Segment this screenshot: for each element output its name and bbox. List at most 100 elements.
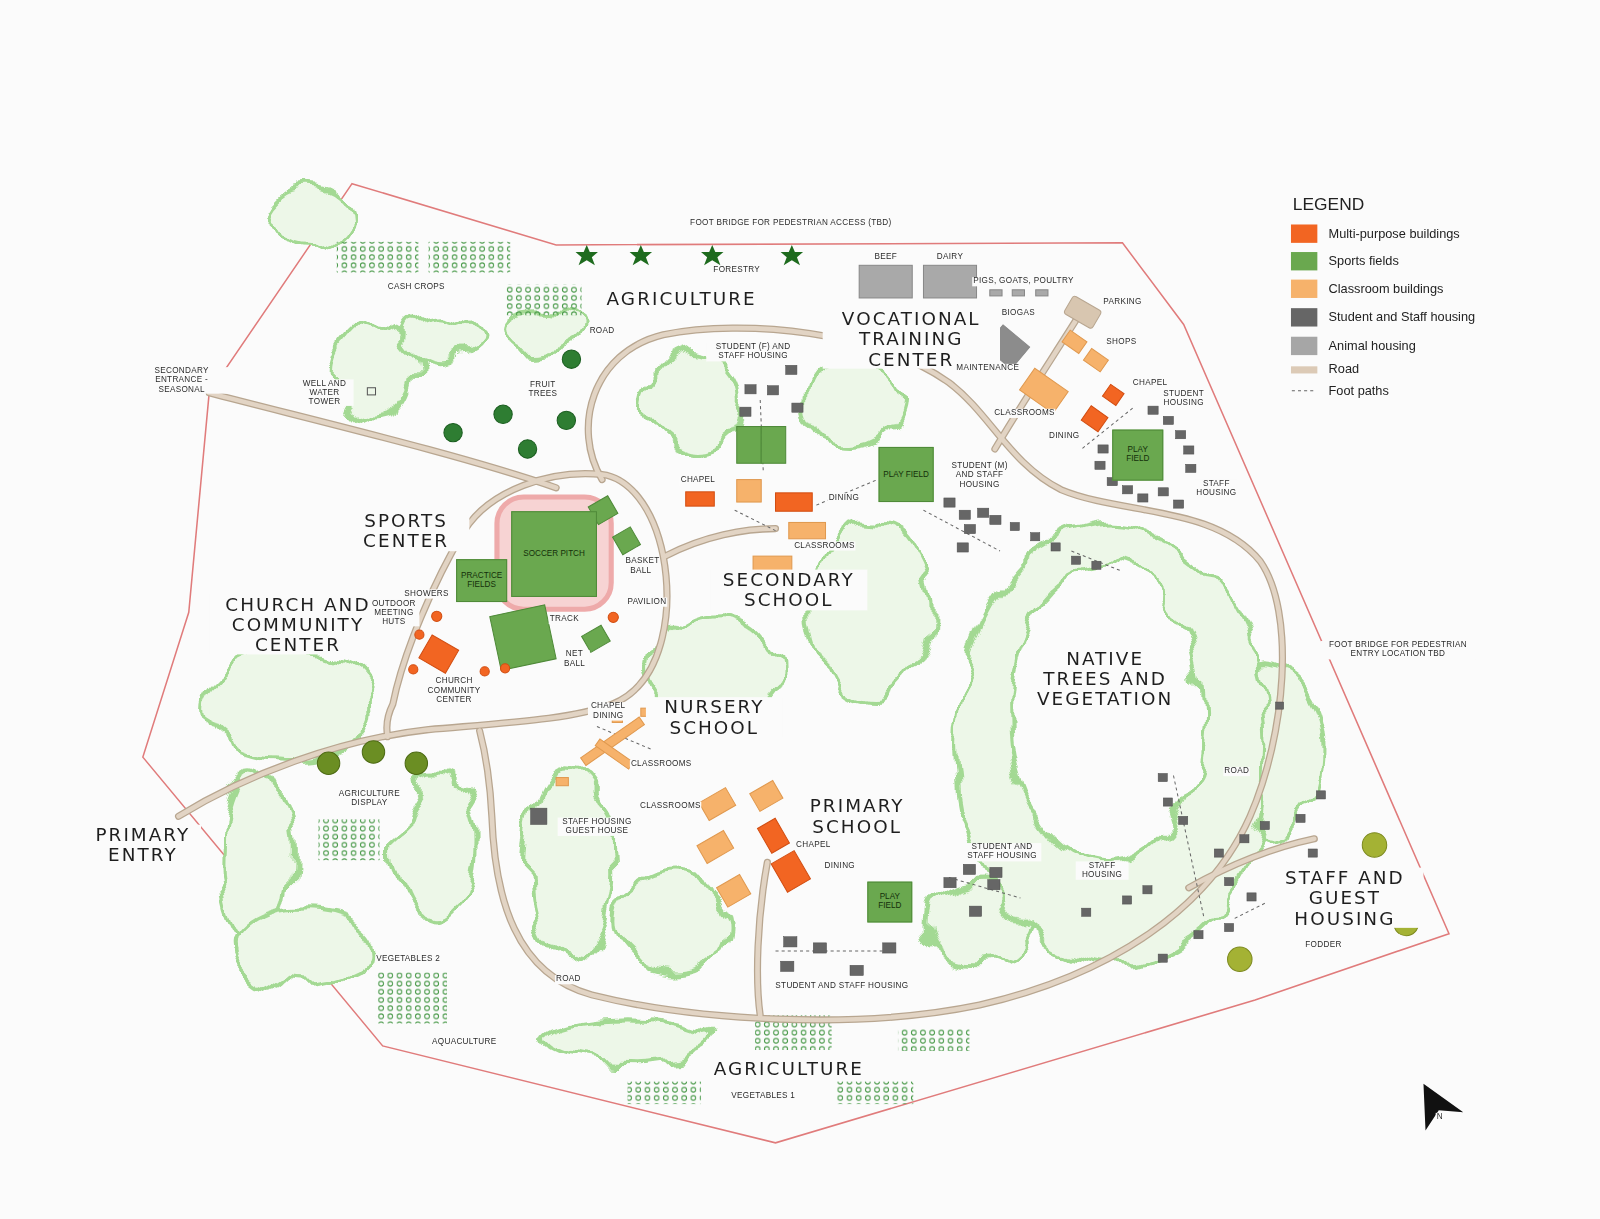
crop-rows [318, 819, 379, 860]
map-label: STUDENT HOUSING [1160, 390, 1208, 408]
housing [1122, 486, 1132, 494]
sports-field [490, 605, 556, 671]
parking-lot [1063, 295, 1101, 329]
legend-text: Student and Staff housing [1329, 308, 1476, 326]
map-label: DINING [824, 862, 856, 871]
shade-tree [1362, 833, 1386, 857]
map-label: AQUACULTURE [431, 1038, 498, 1047]
area-label: PRIMARY SCHOOL [791, 796, 923, 836]
map-label: CLASSROOMS [993, 409, 1056, 418]
road-casing [179, 311, 1315, 1020]
multi-purpose-building [501, 664, 510, 673]
housing [781, 961, 794, 971]
housing [969, 906, 981, 916]
crop-rows [376, 972, 447, 1023]
housing [1158, 773, 1167, 781]
crop-rows [429, 242, 511, 273]
housing [1051, 543, 1060, 551]
animal-housing [859, 265, 912, 298]
map-label: PAVILION [626, 598, 667, 607]
map-label: STUDENT AND STAFF HOUSING [963, 843, 1042, 861]
crop-rows [505, 285, 582, 316]
vegetation [954, 526, 1270, 965]
map-label: NET BALL [559, 650, 590, 668]
housing [1296, 814, 1305, 822]
multi-purpose-building [1081, 406, 1108, 432]
map-label: BEEF [873, 253, 898, 262]
map-label: FRUIT TREES [521, 381, 564, 399]
housing [1184, 446, 1194, 454]
running-track [497, 497, 611, 609]
housing [1176, 431, 1186, 439]
housing [531, 365, 1326, 975]
site-boundary [143, 184, 1449, 1143]
map-label: ROAD [1223, 767, 1250, 776]
map-label: WELL AND WATER TOWER [295, 379, 353, 406]
housing [1158, 488, 1168, 496]
vegetation [400, 776, 478, 919]
map-label: VEGETABLES 2 [375, 955, 441, 964]
crop-rows [898, 1029, 969, 1051]
housing [1224, 923, 1233, 931]
map-label: CHAPEL DINING [588, 702, 629, 720]
map-label: DINING [828, 493, 860, 502]
map-label: VEGETABLES 1 [730, 1091, 796, 1100]
housing [1163, 798, 1172, 806]
animal-housing [923, 265, 976, 298]
classroom-building [556, 330, 1108, 907]
map-label: CLASSROOMS [639, 802, 702, 811]
sports-field: PRACTICE FIELDS [456, 559, 507, 602]
housing [959, 510, 970, 519]
legend-swatch [1291, 366, 1318, 373]
housing [1138, 494, 1148, 502]
housing [767, 386, 778, 395]
road-casing [665, 529, 775, 557]
map-label: DINING [1048, 432, 1080, 441]
map-label: STAFF HOUSING GUEST HOUSE [558, 818, 637, 836]
vegetation [803, 360, 901, 446]
multi-purpose-building [686, 492, 715, 506]
fruit-tree [444, 423, 462, 441]
housing [1010, 522, 1019, 530]
housing [944, 878, 956, 888]
map-label: SHOPS [1105, 338, 1137, 347]
legend-swatch [1291, 308, 1318, 326]
display-tree [405, 752, 427, 774]
sports-field [582, 625, 611, 652]
sports-field [761, 427, 785, 464]
vegetation [237, 910, 376, 988]
map-label: FOOT BRIDGE FOR PEDESTRIAN ACCESS (TBD) [689, 219, 892, 228]
map-label: PIGS, GOATS, POULTRY [972, 277, 1075, 286]
housing [1071, 556, 1080, 564]
map-label: DAIRY [936, 253, 964, 262]
housing [813, 943, 826, 953]
housing [963, 864, 975, 874]
housing [1098, 445, 1108, 453]
foot-path [816, 480, 877, 506]
parking-lot [1063, 295, 1101, 329]
housing [1194, 931, 1203, 939]
area-label: SPORTS CENTER [343, 510, 470, 550]
map-label: SECONDARY ENTRANCE - SEASONAL [135, 367, 229, 394]
area-label: PRIMARY ENTRY [85, 825, 201, 865]
display-tree [317, 752, 339, 774]
road [179, 474, 667, 817]
classroom-building [556, 778, 568, 786]
field-label: PLAY FIELD [1116, 446, 1159, 464]
housing [850, 965, 863, 975]
housing [1179, 816, 1188, 824]
housing [1186, 464, 1196, 472]
road [665, 529, 775, 557]
classroom-building [1062, 330, 1087, 353]
display-tree [362, 741, 384, 763]
vegetation [548, 1020, 707, 1061]
housing [883, 943, 896, 953]
crop-rows [318, 242, 969, 1104]
foot-path [735, 510, 776, 530]
housing [745, 385, 756, 394]
field-label: SOCCER PITCH [523, 550, 585, 559]
road [480, 328, 1283, 1020]
legend-text: Sports fields [1329, 252, 1399, 270]
road-casing [758, 862, 768, 1015]
map-label: BIOGAS [1001, 309, 1036, 318]
